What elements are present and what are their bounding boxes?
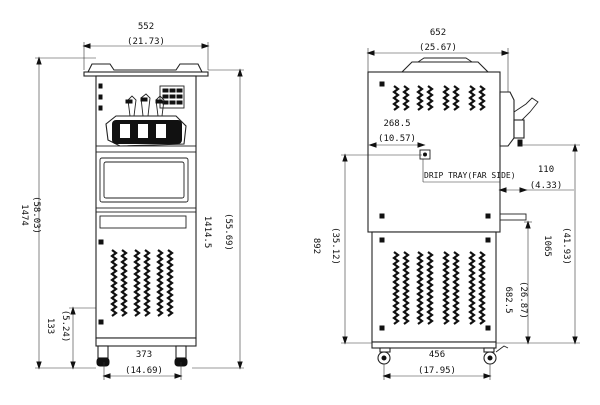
front-machine-body [83,63,209,367]
side-depth-mm: 268.5 [383,119,410,129]
dispenser-head [105,93,187,147]
front-wheelbase-in: (14.69) [125,366,163,376]
front-height-in: (58.03) [31,196,41,234]
side-dispenser [499,91,539,221]
front-height2-mm: 1414.5 [202,216,212,249]
front-grille [110,249,174,317]
side-view: 652 (25.67) [311,28,580,380]
side-width-mm: 652 [430,28,446,38]
side-offset-dimension: 110 (4.33) [498,165,574,232]
side-depth-in: (10.57) [378,134,416,144]
front-base-mm: 133 [45,318,55,334]
side-height-dimension: 892 (35.12) [311,153,422,345]
side-offset-in: (4.33) [530,181,563,191]
control-panel [159,85,185,109]
side-tray-height-in: (41.93) [561,227,571,265]
drip-tray-label: DRIP TRAY(FAR SIDE) [424,171,516,180]
front-height-mm: 1474 [19,204,29,226]
front-height-dimension: 1474 (58.03) [19,56,96,370]
side-offset-mm: 110 [538,165,554,175]
side-machine-body [367,57,539,365]
side-width-in: (25.67) [419,43,457,53]
front-height2-in: (55.69) [223,213,233,251]
front-width-mm: 552 [138,22,154,32]
front-width-in: (21.73) [127,37,165,47]
front-view: 552 (21.73) 1474 (58.03) 1414.5 (55.69) [19,22,244,380]
front-height2-dimension: 1414.5 (55.69) [192,68,244,370]
side-tray-height-dimension: 1065 (41.93) [496,143,580,345]
side-lower-mm: 682.5 [503,286,513,313]
side-lower-dimension: 682.5 (26.87) [503,220,532,345]
side-wheelbase-mm: 456 [429,350,445,360]
front-wheelbase-dimension: 373 (14.69) [102,350,183,380]
front-wheelbase-mm: 373 [136,350,152,360]
side-wheelbase-dimension: 456 (17.95) [382,350,492,380]
side-width-dimension: 652 (25.67) [366,28,510,100]
side-depth-dimension: 268.5 (10.57) [368,119,426,148]
side-wheelbase-in: (17.95) [418,366,456,376]
drip-tray-marker: DRIP TRAY(FAR SIDE) [419,149,516,183]
side-tray-height-mm: 1065 [542,235,552,257]
side-lower-in: (26.87) [518,281,528,319]
side-height-mm: 892 [311,238,321,254]
front-width-dimension: 552 (21.73) [82,22,210,70]
front-base-dimension: 133 (5.24) [45,306,97,370]
side-upper-grille [392,85,486,111]
side-lower-grille [392,251,486,325]
side-height-in: (35.12) [330,227,340,265]
front-base-in: (5.24) [60,310,70,343]
